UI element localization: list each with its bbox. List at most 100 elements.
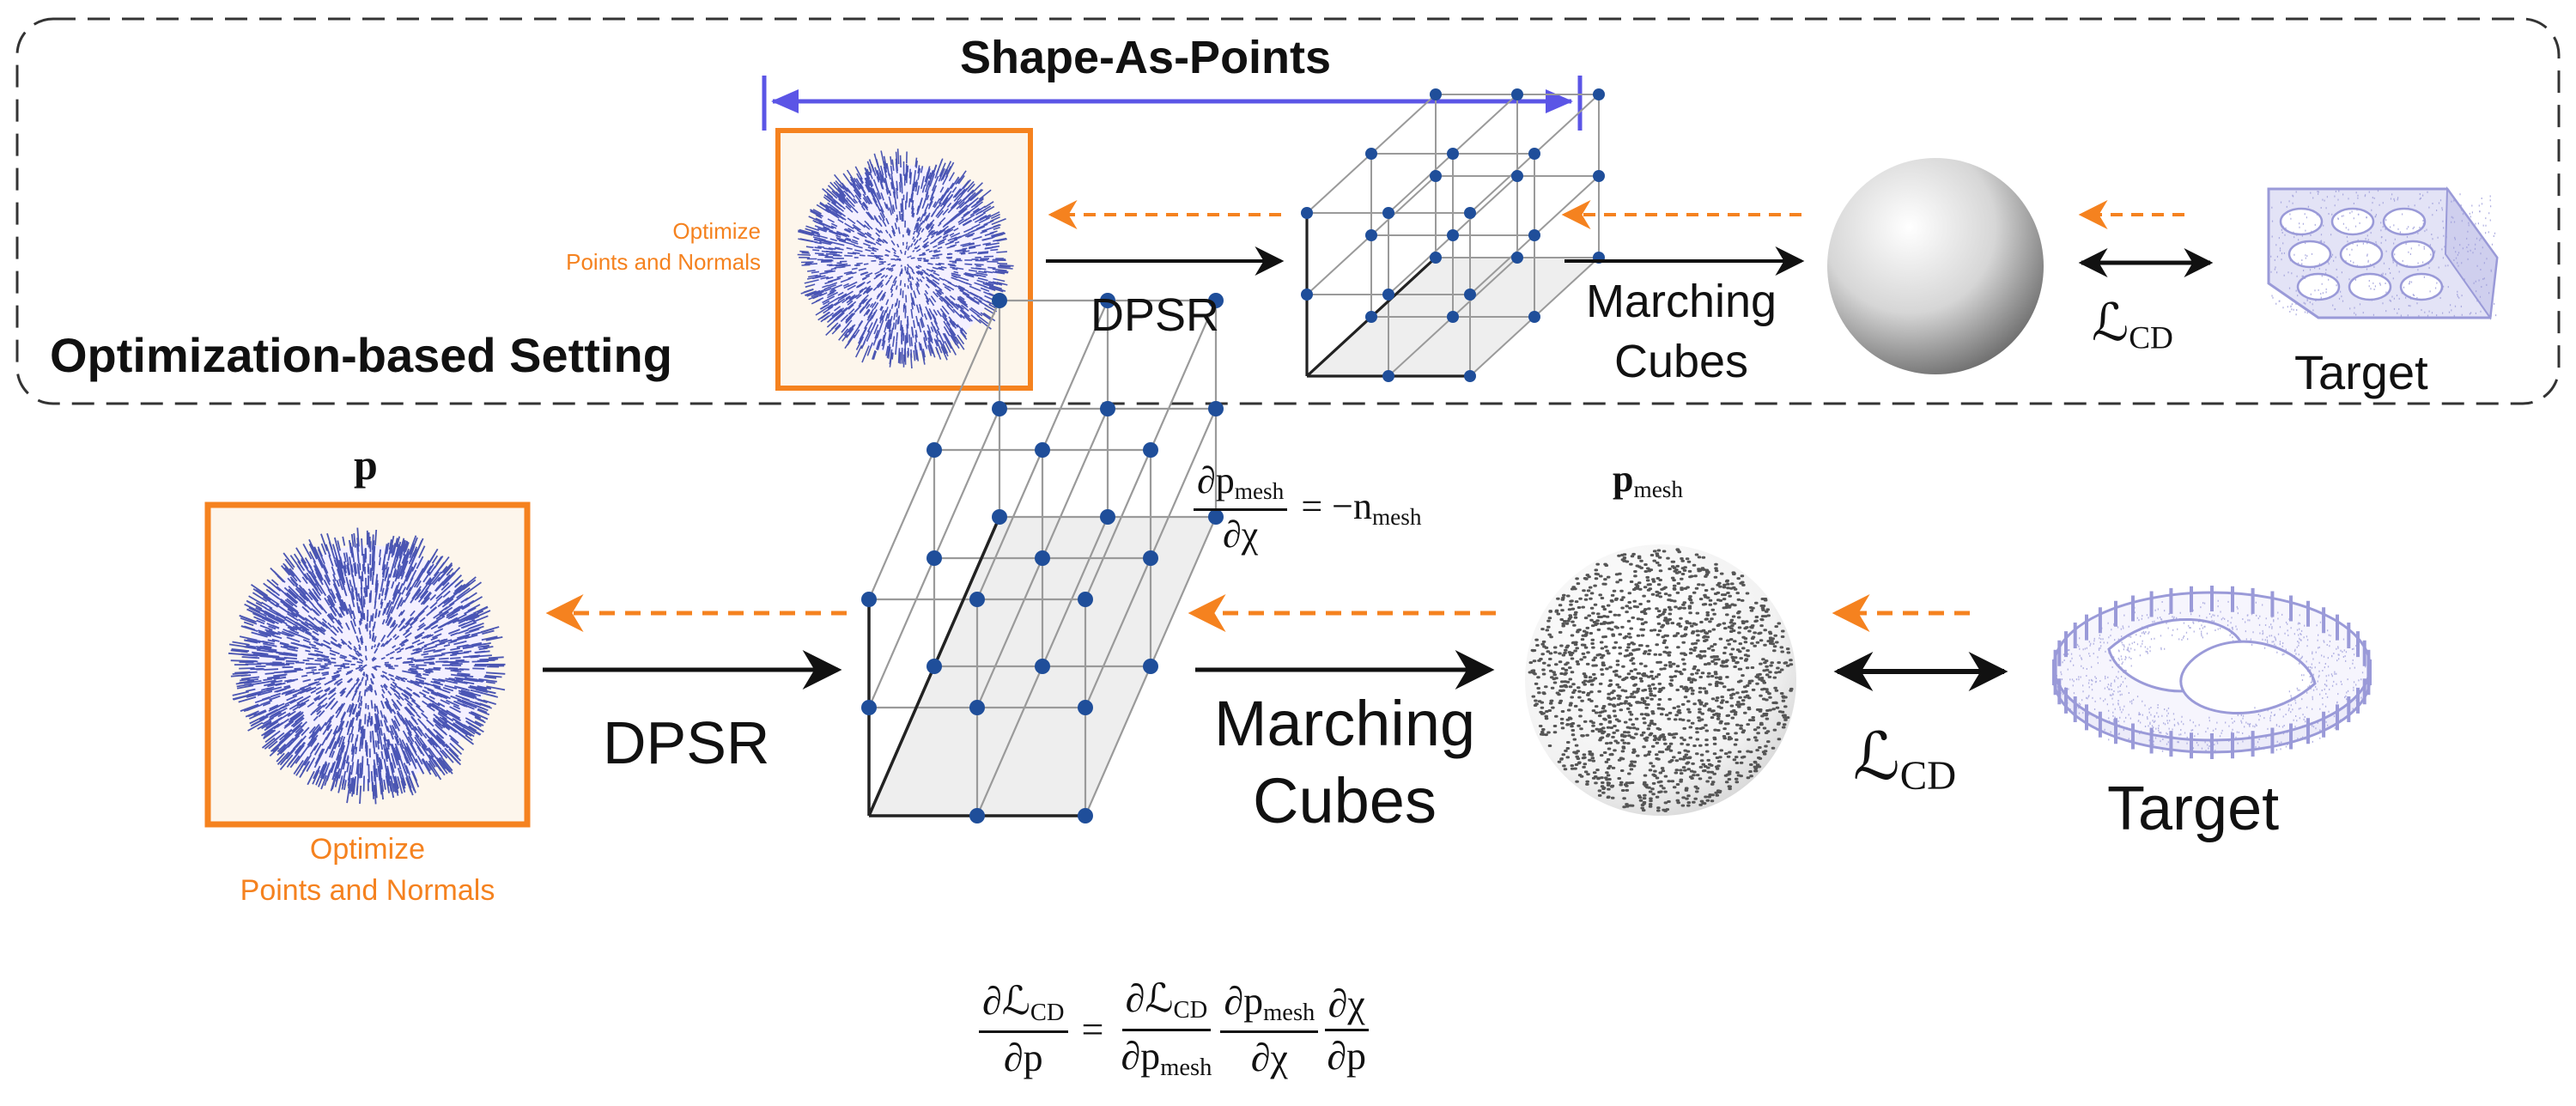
cube-node — [1143, 659, 1158, 674]
cube-node — [1365, 311, 1377, 323]
cube-node — [1078, 592, 1093, 607]
cube-node — [1035, 659, 1050, 674]
waffle-points — [2270, 190, 2497, 317]
cube-node — [1208, 293, 1224, 308]
cube-node — [1528, 311, 1540, 323]
deriv-den: ∂χ — [1223, 514, 1259, 556]
cube-node — [1528, 148, 1540, 160]
cube-node — [1447, 311, 1459, 323]
normal-strokes — [797, 149, 1014, 369]
cube-node — [1301, 207, 1313, 219]
top-loss-symbol: ℒ — [2092, 295, 2129, 351]
bottom-loss-sub: CD — [1899, 753, 1957, 799]
chain-term-1: ∂ℒCD ∂pmesh — [1117, 979, 1215, 1080]
chain-t1-den-sub: mesh — [1160, 1054, 1212, 1081]
cube-node — [1382, 289, 1394, 301]
cube-node — [969, 700, 985, 715]
chain-t2-num-sub: mesh — [1263, 999, 1315, 1026]
bottom-grid-cube — [861, 293, 1224, 823]
cube-node — [969, 808, 985, 823]
chain-rule-equation: ∂ℒCD ∂p = ∂ℒCD ∂pmesh ∂pmesh ∂χ ∂χ ∂p — [979, 979, 1370, 1080]
bottom-marching-label: Marching — [1213, 688, 1476, 759]
mesh-points-label: pmesh — [1613, 460, 1683, 501]
top-points-normals-sphere — [797, 149, 1014, 369]
shape-as-points-title: Shape-As-Points — [960, 32, 1332, 83]
bottom-mesh-points — [1528, 548, 1794, 812]
cube-node — [1208, 509, 1224, 525]
top-optimize-label-2: Points and Normals — [566, 249, 761, 275]
chain-lhs-num-sub: CD — [1030, 999, 1065, 1026]
top-cubes-label: Cubes — [1613, 336, 1749, 387]
cube-node — [1464, 289, 1476, 301]
top-mesh-sphere — [1827, 158, 2044, 374]
deriv-num: ∂p — [1197, 459, 1235, 501]
cube-node — [1593, 88, 1605, 100]
waffle-side — [2444, 186, 2499, 320]
cube-node — [992, 293, 1007, 308]
cube-node — [1430, 88, 1442, 100]
cube-node — [1100, 401, 1115, 416]
cube-node — [1078, 808, 1093, 823]
cube-node — [861, 592, 877, 607]
top-target-shape — [2267, 186, 2499, 320]
shape-as-points-bracket — [762, 76, 1583, 131]
bottom-loss-label: ℒCD — [1853, 725, 1956, 797]
cube-node — [1511, 88, 1523, 100]
chain-t1-num-sub: CD — [1173, 997, 1208, 1024]
top-loss-label: ℒCD — [2092, 297, 2173, 355]
chain-term-3: ∂χ ∂p — [1323, 983, 1370, 1076]
mesh-derivative-fraction: ∂pmesh ∂χ — [1194, 459, 1288, 556]
cube-node — [927, 550, 942, 566]
cube-node — [992, 401, 1007, 416]
top-panel-border — [15, 17, 2561, 405]
cube-node — [927, 442, 942, 458]
bottom-target-label: Target — [2107, 775, 2280, 843]
cube-node — [1464, 370, 1476, 382]
bottom-loss-symbol: ℒ — [1853, 721, 1900, 793]
cube-node — [1430, 170, 1442, 182]
deriv-rhs-sub: mesh — [1371, 503, 1422, 530]
chain-t2-den: ∂χ — [1250, 1036, 1288, 1080]
waffle-hole — [2399, 272, 2444, 301]
cube-node — [1382, 207, 1394, 219]
cube-node — [1100, 293, 1115, 308]
chain-equals: = — [1081, 1007, 1104, 1052]
mesh-points-symbol: p — [1613, 458, 1634, 500]
cube-node — [1382, 370, 1394, 382]
waffle-hole — [2287, 240, 2332, 269]
cube-node — [1365, 148, 1377, 160]
cube-node — [1593, 170, 1605, 182]
cube-node — [1464, 207, 1476, 219]
cube-node — [1208, 401, 1224, 416]
bottom-optimize-label-2: Points and Normals — [240, 874, 495, 907]
deriv-rhs-text: = −n — [1301, 484, 1372, 527]
cube-node — [1078, 700, 1093, 715]
mesh-derivative-equation: ∂pmesh ∂χ = −nmesh — [1194, 462, 1436, 554]
chain-t1-num: ∂ℒ — [1125, 976, 1174, 1020]
waffle-hole — [2382, 207, 2427, 236]
cube-node — [1143, 550, 1158, 566]
cube-node — [1511, 252, 1523, 264]
chain-lhs-num: ∂ℒ — [982, 978, 1030, 1023]
cube-node — [1100, 509, 1115, 525]
waffle-hole — [2339, 240, 2384, 269]
top-target-label: Target — [2294, 345, 2428, 399]
cube-node — [992, 509, 1007, 525]
chain-lhs-den: ∂p — [1003, 1036, 1043, 1080]
cube-node — [1143, 442, 1158, 458]
sphere-dots — [1528, 548, 1794, 812]
cube-node — [1528, 229, 1540, 241]
top-marching-label: Marching — [1585, 276, 1777, 327]
deriv-num-sub: mesh — [1234, 477, 1285, 504]
cube-node — [927, 659, 942, 674]
ring-points — [2055, 599, 2371, 753]
cube-node — [1035, 442, 1050, 458]
cube-node — [1430, 252, 1442, 264]
chain-t2-num: ∂p — [1224, 978, 1264, 1023]
bottom-points-normals-sphere — [228, 527, 506, 805]
bottom-cubes-label: Cubes — [1253, 765, 1437, 836]
deriv-rhs: = −nmesh — [1301, 484, 1422, 530]
waffle-hole — [2391, 240, 2435, 269]
bottom-target-shape — [2052, 586, 2372, 759]
